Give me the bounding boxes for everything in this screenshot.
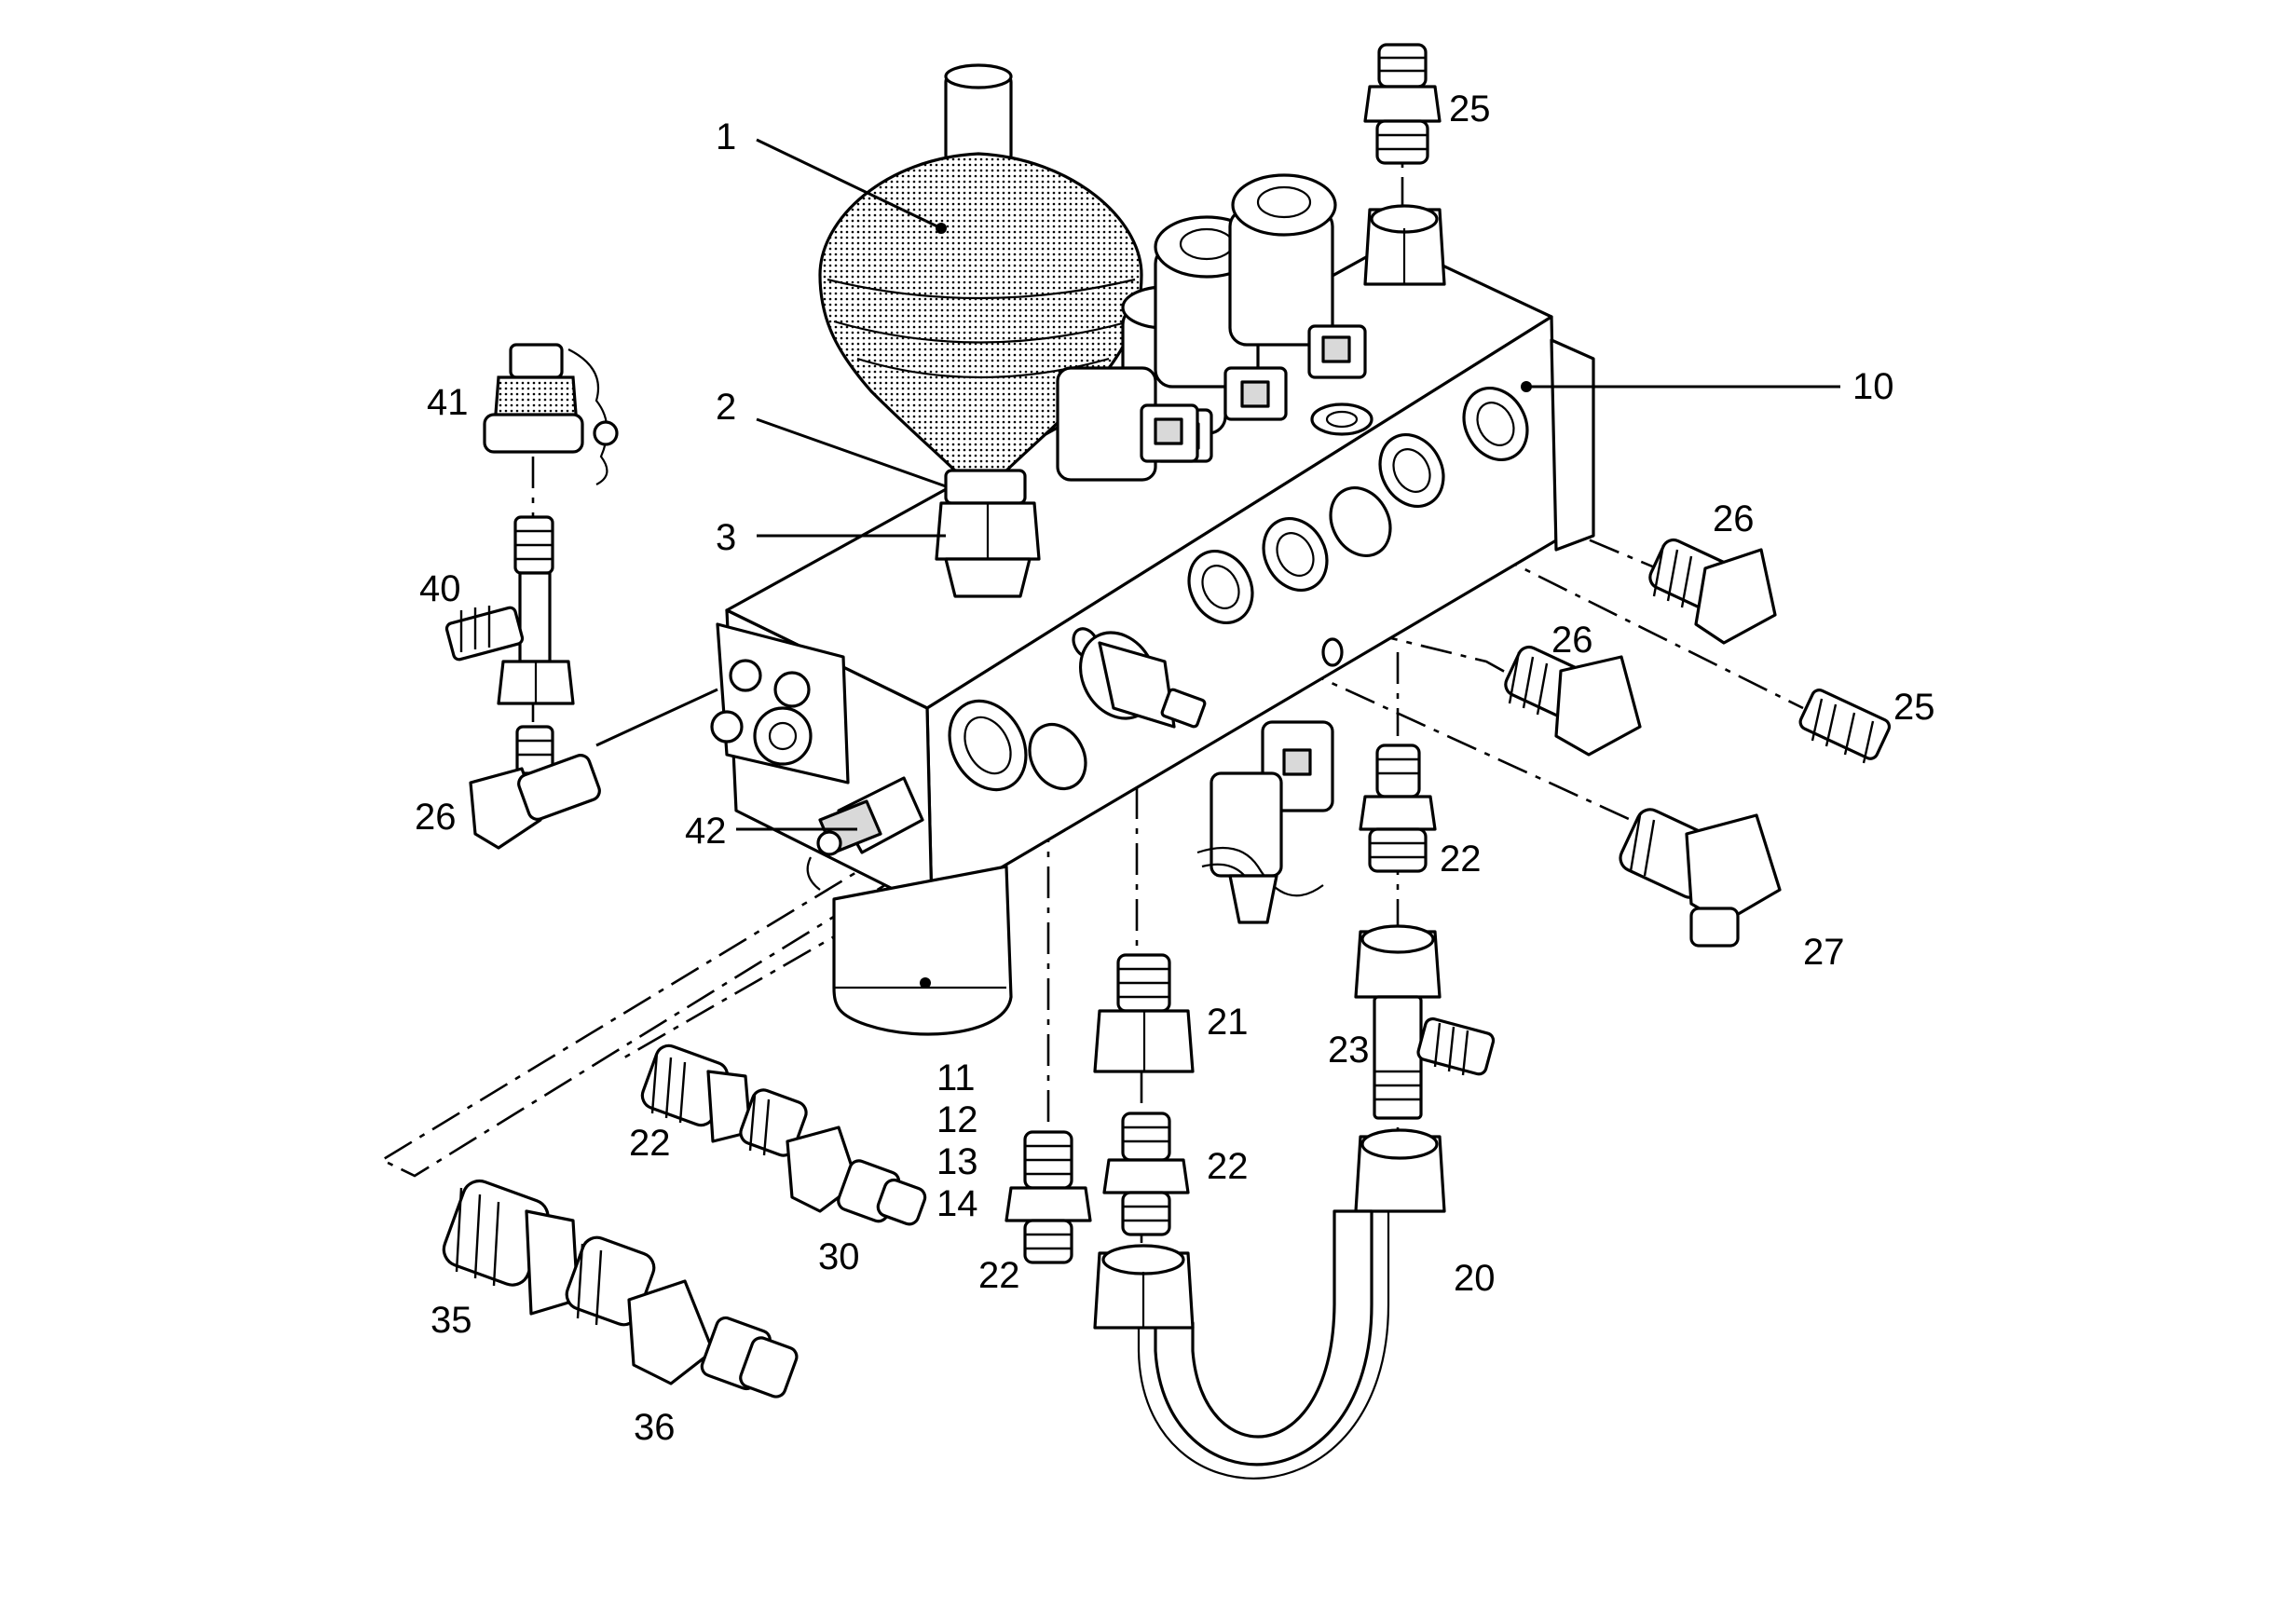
callout-27: 27	[1803, 932, 1845, 973]
callout-1: 1	[716, 116, 736, 157]
fitting-22-lower-left	[640, 1044, 808, 1157]
callout-22-mid: 22	[1207, 1146, 1249, 1187]
fitting-30	[786, 1126, 927, 1226]
filter-canister	[832, 865, 1013, 1036]
callout-20: 20	[1454, 1258, 1496, 1299]
callout-22-lower-left: 22	[629, 1123, 671, 1164]
solenoid-coils	[1056, 173, 1374, 924]
callout-2: 2	[716, 387, 736, 428]
test-coupling-cap	[483, 343, 619, 485]
callout-10: 10	[1852, 366, 1894, 407]
fitting-22-right-upper	[1359, 744, 1437, 873]
elbow-fitting-26-lower	[1504, 645, 1642, 757]
block-end-plate	[710, 622, 850, 785]
callout-35: 35	[430, 1300, 472, 1341]
callout-14: 14	[936, 1183, 978, 1224]
pressure-sensor	[1078, 631, 1207, 729]
callout-11: 11	[936, 1057, 976, 1098]
fitting-21	[1093, 953, 1195, 1073]
callout-36: 36	[634, 1407, 676, 1448]
callout-26-mid: 26	[1551, 620, 1593, 661]
solenoid-coil-icon	[1228, 173, 1367, 379]
callout-25-top: 25	[1449, 89, 1491, 130]
callout-3: 3	[716, 517, 736, 558]
callout-22-left-lower: 22	[978, 1255, 1020, 1296]
leader-lines	[595, 138, 1840, 989]
fitting-22-mid	[1102, 1112, 1190, 1236]
callout-23: 23	[1328, 1030, 1370, 1071]
hose-20	[1137, 1128, 1446, 1480]
fitting-25-top	[1363, 43, 1442, 165]
test-valve	[806, 776, 924, 891]
callout-30: 30	[818, 1236, 860, 1277]
callout-25-right: 25	[1893, 687, 1935, 728]
elbow-fitting-26-upper	[1648, 538, 1777, 645]
callout-42: 42	[685, 811, 727, 852]
callout-13: 13	[936, 1141, 978, 1182]
callout-26-right: 26	[1713, 498, 1755, 539]
callout-40: 40	[419, 568, 461, 609]
fitting-36	[627, 1279, 799, 1399]
elbow-fitting-27	[1619, 808, 1782, 948]
fitting-35	[442, 1179, 656, 1327]
hose-nut-left	[1093, 1244, 1195, 1330]
lower-solenoid	[1196, 720, 1334, 924]
nut-top	[1363, 204, 1446, 286]
callout-12: 12	[936, 1099, 978, 1140]
block-ports	[948, 387, 1529, 792]
callout-22-right: 22	[1440, 839, 1482, 880]
tee-fitting-23	[1354, 924, 1496, 1120]
callout-labels: 1 2 3 10 11 12 13 14 20 21 22 22 22 22 2…	[415, 89, 1935, 1448]
fitting-22-left-lower	[1004, 1130, 1092, 1264]
solenoid-coil-icon	[1056, 366, 1199, 482]
callout-21: 21	[1207, 1002, 1249, 1043]
tee-fitting	[444, 515, 575, 705]
callout-41: 41	[427, 382, 469, 423]
fitting-25-right	[1798, 689, 1892, 764]
callout-26-left: 26	[415, 797, 457, 838]
elbow-fitting-left	[469, 725, 601, 850]
